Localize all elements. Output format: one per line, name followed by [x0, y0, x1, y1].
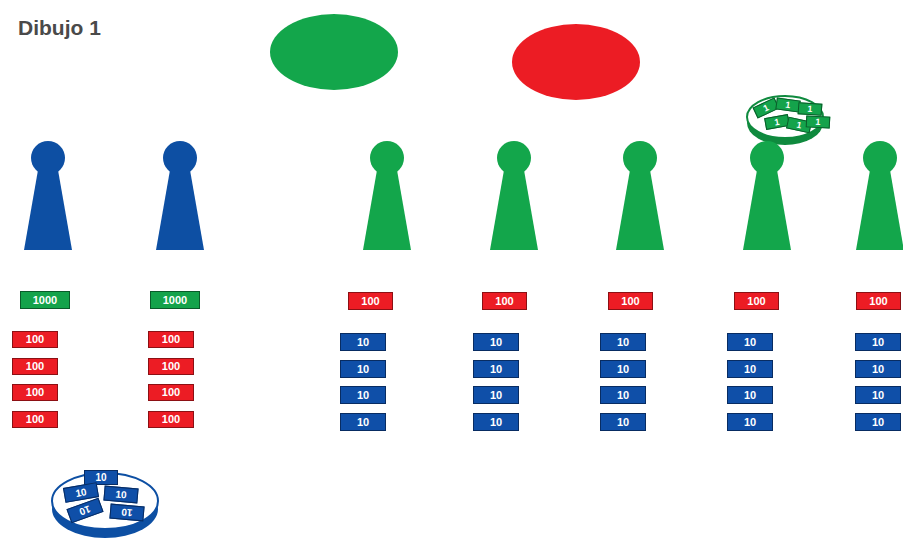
note-value: 100 [361, 296, 379, 307]
banknote: 10 [600, 360, 646, 378]
banknote: 10 [855, 386, 901, 404]
banknote: 10 [727, 386, 773, 404]
note-value: 10 [617, 337, 629, 348]
note-value: 10 [617, 364, 629, 375]
blue-pawns [24, 141, 204, 250]
banknote: 10 [600, 386, 646, 404]
banknote: 10 [855, 360, 901, 378]
note-value: 10 [872, 417, 884, 428]
figure-title: Dibujo 1 [18, 16, 101, 40]
banknote: 10 [340, 386, 386, 404]
note-value: 10 [115, 489, 127, 500]
note-value: 10 [872, 364, 884, 375]
banknote: 100 [148, 358, 194, 375]
banknote: 100 [734, 292, 779, 310]
note-value: 10 [490, 390, 502, 401]
banknote: 1 [798, 102, 823, 116]
banknote: 10 [727, 413, 773, 431]
banknote: 10 [600, 413, 646, 431]
banknote: 100 [148, 384, 194, 401]
banknote: 10 [855, 333, 901, 351]
banknote: 100 [348, 292, 393, 310]
note-value: 10 [357, 390, 369, 401]
note-value: 10 [78, 504, 92, 517]
note-value: 100 [162, 387, 180, 398]
banknote: 10 [473, 413, 519, 431]
banknote: 100 [148, 411, 194, 428]
banknote: 10 [340, 333, 386, 351]
green-pawns [363, 141, 903, 250]
note-value: 10 [744, 390, 756, 401]
banknote: 1 [806, 115, 831, 128]
note-value: 10 [357, 337, 369, 348]
banknote: 10 [103, 486, 138, 504]
red-disc [512, 24, 640, 100]
note-value: 10 [357, 364, 369, 375]
banknote: 10 [600, 333, 646, 351]
note-value: 10 [490, 417, 502, 428]
note-value: 100 [26, 414, 44, 425]
note-value: 10 [490, 364, 502, 375]
note-value: 100 [162, 361, 180, 372]
note-value: 100 [26, 334, 44, 345]
note-value: 100 [26, 387, 44, 398]
banknote: 10 [109, 504, 144, 522]
note-value: 100 [495, 296, 513, 307]
note-value: 1 [796, 120, 803, 130]
note-value: 10 [744, 337, 756, 348]
banknote: 10 [340, 360, 386, 378]
note-value: 1000 [163, 295, 187, 306]
note-value: 1 [785, 100, 791, 110]
banknote: 10 [855, 413, 901, 431]
note-value: 100 [747, 296, 765, 307]
banknote: 100 [482, 292, 527, 310]
note-value: 10 [617, 390, 629, 401]
note-value: 100 [869, 296, 887, 307]
note-value: 10 [95, 473, 106, 483]
banknote: 100 [12, 411, 58, 428]
note-value: 10 [744, 364, 756, 375]
note-value: 1 [815, 117, 820, 126]
note-value: 100 [26, 361, 44, 372]
banknote: 100 [856, 292, 901, 310]
note-value: 10 [75, 487, 88, 499]
banknote: 10 [727, 360, 773, 378]
banknote: 10 [473, 360, 519, 378]
note-value: 100 [162, 414, 180, 425]
banknote: 10 [727, 333, 773, 351]
banknote: 100 [12, 358, 58, 375]
note-value: 10 [617, 417, 629, 428]
note-value: 1 [762, 103, 770, 113]
note-value: 10 [121, 507, 133, 518]
green-disc [270, 14, 398, 90]
banknote: 10 [340, 413, 386, 431]
banknote: 10 [473, 333, 519, 351]
banknote: 1000 [20, 291, 70, 309]
note-value: 10 [872, 390, 884, 401]
note-value: 1000 [33, 295, 57, 306]
note-value: 1 [807, 104, 813, 113]
note-value: 10 [357, 417, 369, 428]
note-value: 1 [774, 117, 781, 127]
note-value: 100 [162, 334, 180, 345]
note-value: 100 [621, 296, 639, 307]
note-value: 10 [744, 417, 756, 428]
banknote: 100 [12, 384, 58, 401]
banknote: 100 [148, 331, 194, 348]
banknote: 1000 [150, 291, 200, 309]
note-value: 10 [490, 337, 502, 348]
banknote: 10 [473, 386, 519, 404]
note-value: 10 [872, 337, 884, 348]
banknote: 100 [608, 292, 653, 310]
banknote: 100 [12, 331, 58, 348]
